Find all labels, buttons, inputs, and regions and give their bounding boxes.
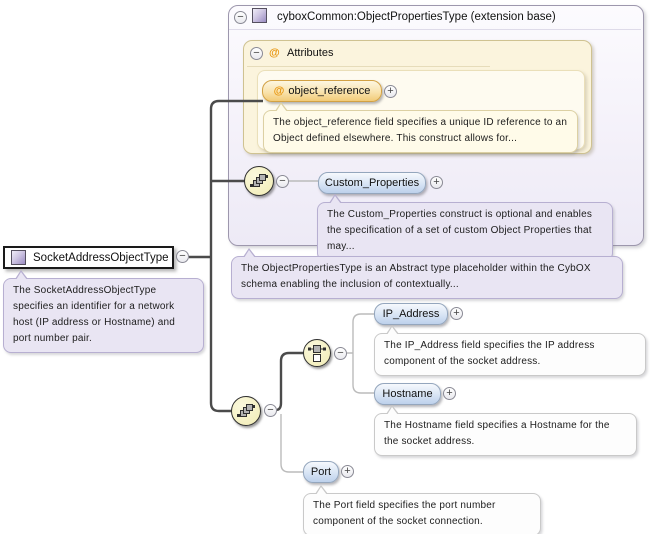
- attributes-header-separator: [247, 66, 490, 67]
- collapse-toggle-extension-base[interactable]: −: [234, 11, 247, 24]
- element-custom-properties-label: Custom_Properties: [324, 177, 420, 189]
- object-properties-type-description: The ObjectPropertiesType is an Abstract …: [231, 248, 623, 299]
- collapse-toggle-sequence[interactable]: −: [276, 175, 289, 188]
- root-type-description: The SocketAddressObjectType specifies an…: [3, 270, 204, 353]
- custom-properties-description: The Custom_Properties construct is optio…: [317, 194, 613, 261]
- choice-icon: [308, 345, 326, 362]
- expand-toggle-object-reference[interactable]: +: [384, 85, 397, 98]
- collapse-toggle-choice[interactable]: −: [334, 347, 347, 360]
- collapse-toggle-attributes[interactable]: −: [250, 47, 263, 60]
- element-port[interactable]: Port: [303, 461, 339, 483]
- extension-base-title-separator: [229, 29, 641, 30]
- root-type-label: SocketAddressObjectType: [33, 251, 169, 264]
- sequence-icon: [250, 174, 268, 187]
- sequence-icon: [237, 404, 255, 417]
- collapse-toggle-root-type[interactable]: −: [176, 250, 189, 263]
- port-description: The Port field specifies the port number…: [303, 485, 541, 534]
- sequence-indicator-root[interactable]: [231, 396, 261, 426]
- attributes-header-label: Attributes: [287, 47, 334, 59]
- expand-toggle-hostname[interactable]: +: [443, 387, 456, 400]
- extension-base-title: cyboxCommon:ObjectPropertiesType (extens…: [277, 11, 556, 23]
- root-type-socket-address[interactable]: SocketAddressObjectType: [3, 246, 174, 269]
- attribute-object-reference-label: object_reference: [288, 85, 371, 97]
- element-custom-properties[interactable]: Custom_Properties: [318, 172, 426, 194]
- ip-address-description: The IP_Address field specifies the IP ad…: [374, 325, 646, 376]
- element-hostname-label: Hostname: [382, 388, 433, 400]
- hostname-description: The Hostname field specifies a Hostname …: [374, 405, 637, 456]
- element-hostname[interactable]: Hostname: [374, 383, 441, 405]
- collapse-toggle-root-sequence[interactable]: −: [264, 404, 277, 417]
- complex-type-icon: [252, 8, 267, 23]
- sequence-indicator-extension[interactable]: [244, 166, 274, 196]
- element-ip-address[interactable]: IP_Address: [374, 303, 448, 325]
- element-ip-address-label: IP_Address: [382, 308, 440, 320]
- expand-toggle-custom-properties[interactable]: +: [430, 176, 443, 189]
- attributes-at-icon: @: [269, 47, 280, 59]
- attribute-at-icon: @: [273, 85, 285, 97]
- root-type-icon: [11, 250, 26, 265]
- choice-indicator[interactable]: [303, 339, 331, 367]
- expand-toggle-ip-address[interactable]: +: [450, 307, 463, 320]
- object-reference-description: The object_reference field specifies a u…: [263, 102, 578, 153]
- attribute-object-reference[interactable]: @ object_reference: [262, 80, 382, 102]
- element-port-label: Port: [310, 466, 332, 478]
- expand-toggle-port[interactable]: +: [341, 465, 354, 478]
